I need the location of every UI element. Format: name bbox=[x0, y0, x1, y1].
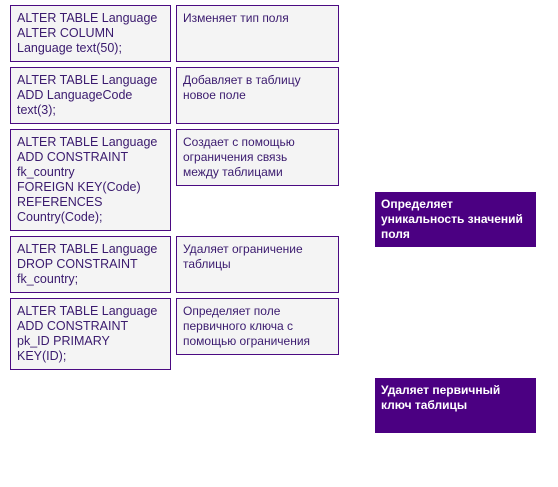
draggable-option[interactable]: Определяет уникальность значений поля bbox=[375, 192, 536, 247]
description-slot[interactable]: Удаляет ограничение таблицы bbox=[176, 236, 339, 293]
sql-statement-card[interactable]: ALTER TABLE Language ADD CONSTRAINT fk_c… bbox=[10, 129, 171, 231]
sql-statement-card[interactable]: ALTER TABLE Language ALTER COLUMN Langua… bbox=[10, 5, 171, 62]
sql-statement-card[interactable]: ALTER TABLE Language ADD LanguageCode te… bbox=[10, 67, 171, 124]
description-slot[interactable]: Определяет поле первичного ключа с помощ… bbox=[176, 298, 339, 355]
sql-statement-card[interactable]: ALTER TABLE Language DROP CONSTRAINT fk_… bbox=[10, 236, 171, 293]
description-slot[interactable]: Создает с помощью ограничения связь межд… bbox=[176, 129, 339, 186]
description-slot[interactable]: Изменяет тип поля bbox=[176, 5, 339, 62]
description-slot[interactable]: Добавляет в таблицу новое поле bbox=[176, 67, 339, 124]
draggable-option[interactable]: Удаляет первичный ключ таблицы bbox=[375, 378, 536, 433]
sql-statement-card[interactable]: ALTER TABLE Language ADD CONSTRAINT pk_I… bbox=[10, 298, 171, 370]
